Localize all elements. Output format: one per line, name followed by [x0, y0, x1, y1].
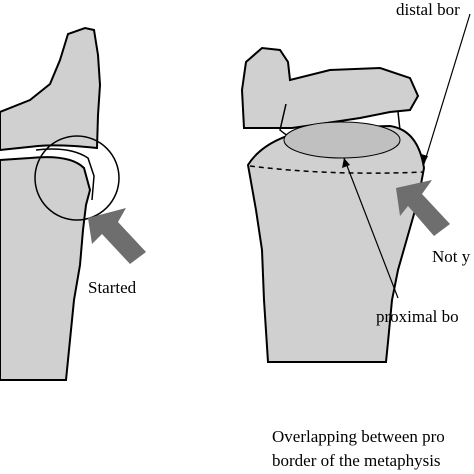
started-arrow — [88, 208, 146, 264]
overlap-ellipse — [283, 121, 401, 159]
right-metaphysis-body — [246, 124, 426, 363]
left-lower-bone — [0, 156, 92, 381]
metaphysis-dashed-border — [249, 165, 425, 174]
distal-border-pointer — [423, 13, 471, 165]
distal-border-label: distal bor — [396, 0, 460, 19]
proximal-border-arrowhead — [342, 158, 350, 168]
started-label: Started — [88, 278, 137, 297]
distal-border-arrowhead — [421, 154, 428, 164]
overlap-caption-line1: Overlapping between pro — [272, 427, 445, 446]
left-highlight-circle — [34, 135, 120, 221]
proximal-border-pointer — [343, 157, 399, 299]
left-growth-plate-line — [35, 148, 95, 201]
not-yet-arrow — [396, 180, 450, 236]
overlap-caption-line2: border of the metaphysis — [272, 451, 441, 470]
right-epiphysis-cap — [240, 46, 420, 129]
proximal-border-label: proximal bo — [376, 307, 459, 326]
left-upper-bone — [0, 26, 102, 152]
not-yet-label: Not y — [432, 247, 471, 266]
